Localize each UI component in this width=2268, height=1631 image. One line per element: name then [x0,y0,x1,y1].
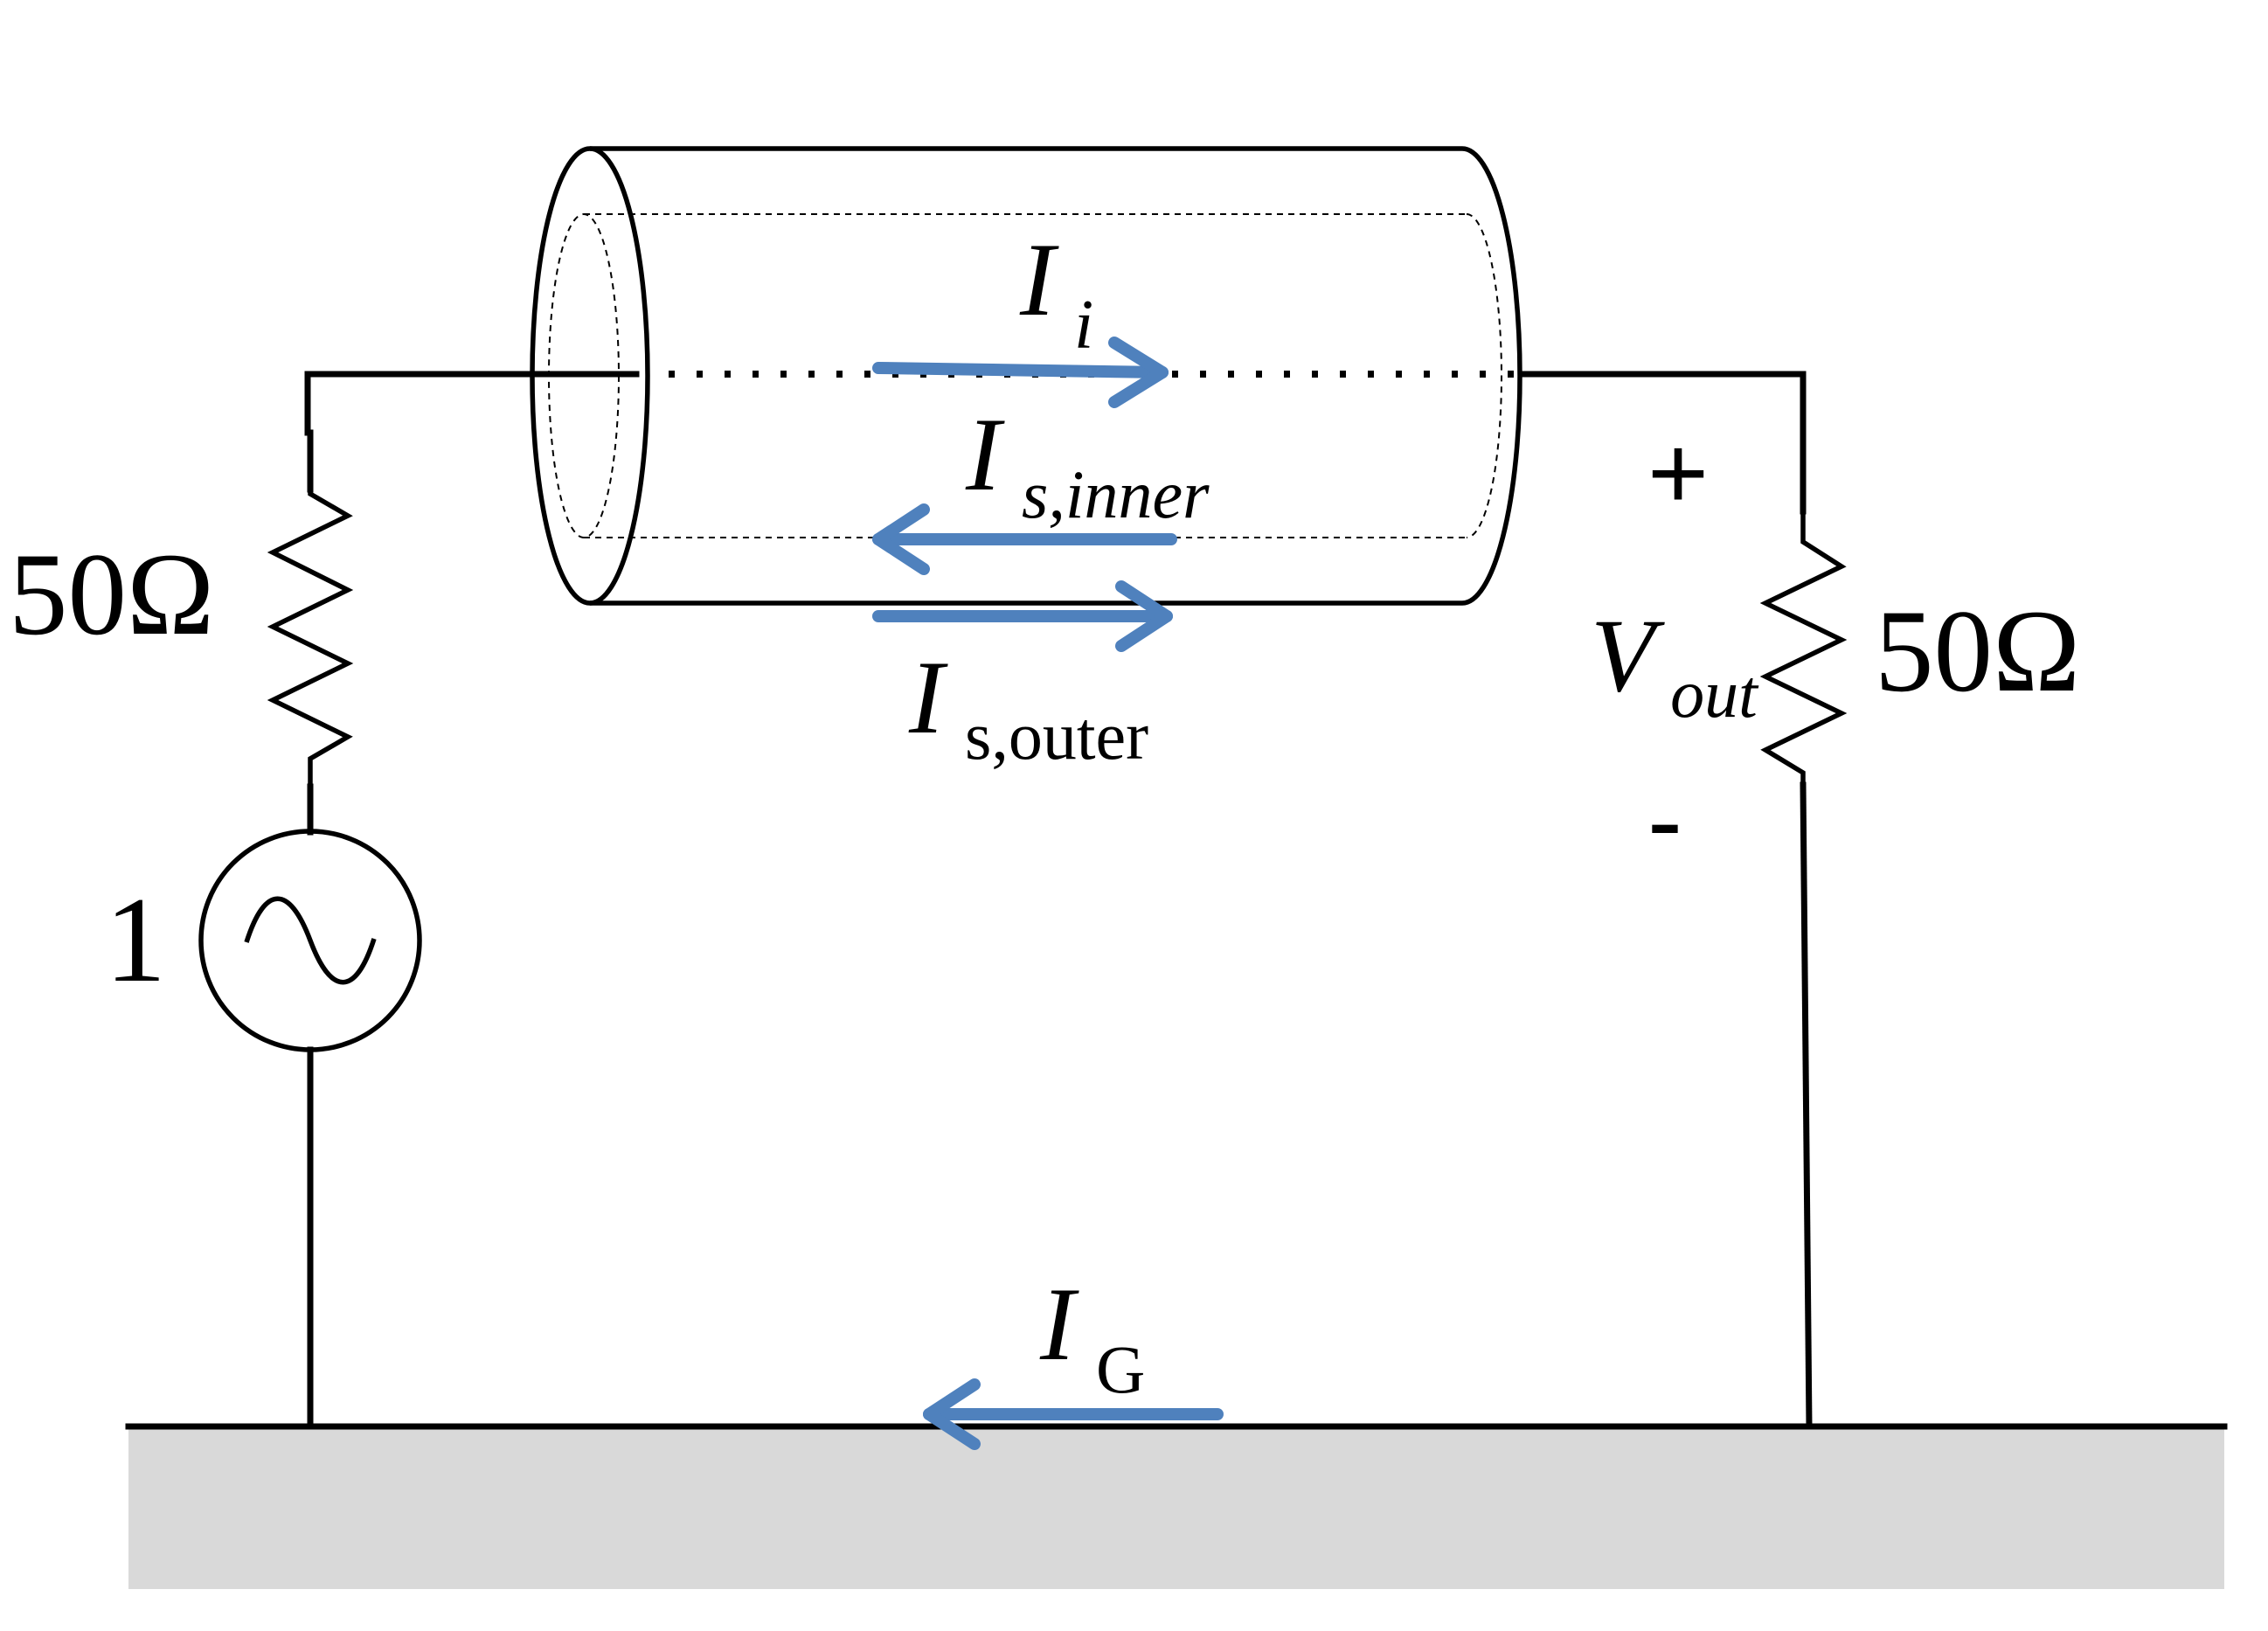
ground-plane [128,1426,2224,1589]
current-i-label: I i [1019,221,1093,364]
current-g-label: I G [1039,1266,1145,1407]
left-branch [198,371,640,1430]
left-resistor-icon [267,489,354,787]
arrow-i-shield-inner [872,503,1177,575]
source-value-label: 1 [105,872,166,1008]
current-s-inner-label: I s,inner [965,396,1210,532]
vout-label: V out [1591,597,1759,732]
arrow-i-inner [872,337,1169,408]
right-resistor-label: 50Ω [1875,586,2080,717]
right-resistor-icon [1759,511,1848,785]
polarity-plus: + [1647,414,1709,531]
arrow-i-shield-outer [872,580,1173,652]
right-branch [1517,371,1848,1430]
current-s-outer-label: I s,outer [908,639,1148,774]
polarity-minus: - [1647,762,1682,879]
ac-source-icon [198,829,422,1052]
left-resistor-label: 50Ω [9,530,214,660]
arrow-i-ground [923,1378,1224,1450]
